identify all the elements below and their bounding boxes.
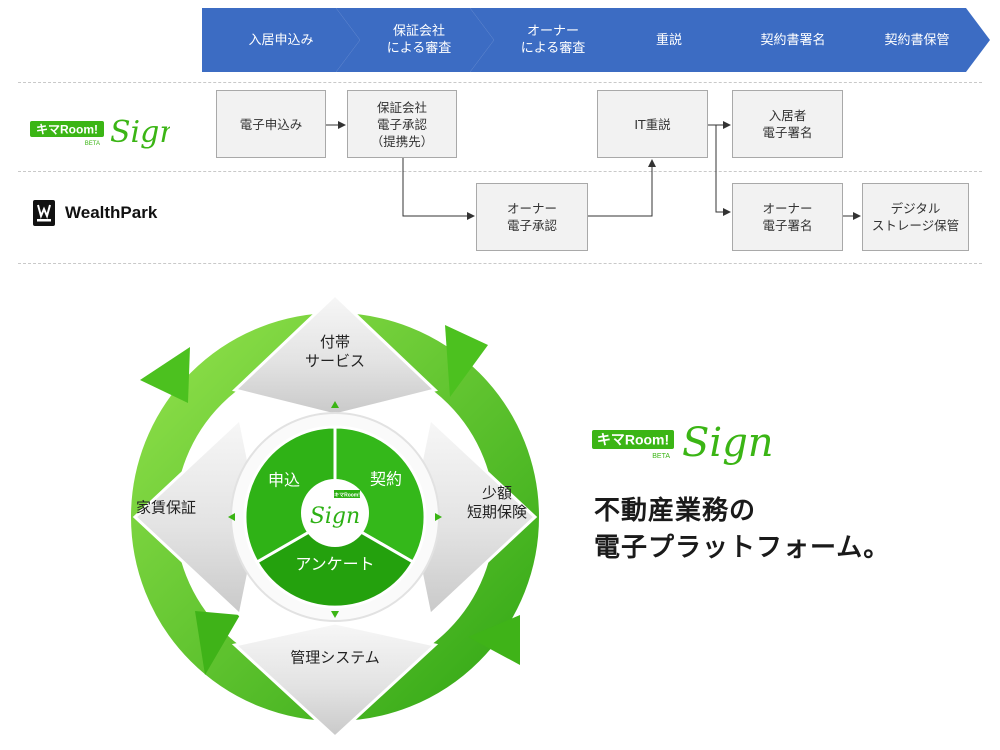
brand-logo: キマRoom! BETA Sign	[592, 420, 772, 466]
tile-bottom	[231, 621, 439, 740]
step-important-explanation: 重説	[586, 8, 744, 72]
tagline: 不動産業務の 電子プラットフォーム。	[594, 493, 890, 567]
svg-text:Sign: Sign	[110, 115, 170, 150]
svg-text:キマRoom!: キマRoom!	[334, 493, 360, 499]
flow-connectors	[326, 121, 861, 220]
step-label: 重説	[655, 32, 682, 48]
row-divider	[18, 82, 982, 83]
cycle-arrowhead-bottom-left	[195, 611, 240, 675]
step-label: 保証会社 による審査	[386, 24, 452, 56]
arrow-guarantor-to-owner	[402, 158, 475, 220]
wealthpark-mark-icon	[33, 200, 55, 226]
wealthpark-logo: WealthPark	[33, 200, 157, 226]
label-short-term-insurance: 少額 短期保険	[466, 484, 528, 521]
svg-text:Sign: Sign	[310, 504, 360, 529]
box-it-explanation: IT重説	[597, 90, 708, 158]
inner-arrow-down	[331, 611, 339, 618]
box-tenant-signature: 入居者 電子署名	[732, 90, 843, 158]
svg-text:BETA: BETA	[652, 453, 670, 460]
inner-arrow-right	[435, 513, 442, 521]
arrow-owner-to-it	[588, 159, 656, 217]
label-application: 申込	[267, 470, 301, 490]
row-divider	[18, 263, 982, 264]
label-survey: アンケート	[295, 554, 375, 574]
box-owner-approval: オーナー 電子承認	[476, 183, 588, 251]
step-label: 入居申込み	[248, 32, 314, 48]
cycle-arrowhead-top-left	[140, 347, 190, 403]
box-digital-storage: デジタル ストレージ保管	[862, 183, 969, 251]
step-label: 契約書署名	[760, 32, 826, 48]
tagline-line-2: 電子プラットフォーム。	[594, 533, 891, 563]
step-label: 契約書保管	[884, 32, 950, 48]
step-guarantor-screening: 保証会社 による審査	[336, 8, 494, 72]
inner-arrow-up	[331, 401, 339, 408]
box-e-application: 電子申込み	[216, 90, 326, 158]
label-contract: 契約	[369, 469, 403, 489]
svg-text:BETA: BETA	[85, 141, 100, 147]
step-contract-signing: 契約書署名	[710, 8, 868, 72]
inner-arrow-left	[228, 513, 235, 521]
step-label: オーナー による審査	[520, 24, 586, 56]
cycle-arrowhead-top-right	[445, 325, 488, 397]
tagline-line-1: 不動産業務の	[594, 496, 757, 526]
label-ancillary-services: 付帯 サービス	[304, 333, 366, 370]
row-divider	[18, 171, 982, 172]
arrow-it-to-owner-sign	[715, 125, 731, 216]
process-steps-bar: 入居申込み 保証会社 による審査 オーナー による審査 重説 契約書署名 契約書…	[0, 0, 1000, 80]
wealthpark-wordmark: WealthPark	[65, 203, 158, 222]
box-owner-signature: オーナー 電子署名	[732, 183, 843, 251]
label-management-system: 管理システム	[290, 648, 380, 667]
step-application: 入居申込み	[202, 8, 360, 72]
svg-text:キマRoom!: キマRoom!	[597, 432, 669, 448]
label-rent-guarantee: 家賃保証	[135, 498, 197, 517]
kima-room-sign-logo: キマRoom! BETA Sign	[30, 115, 170, 150]
service-cycle-diagram: Sign キマRoom!	[131, 292, 539, 740]
step-contract-storage: 契約書保管	[836, 8, 990, 72]
core-center-kima-badge	[334, 490, 360, 498]
cycle-arrowhead-bottom-right	[468, 615, 520, 665]
svg-text:Sign: Sign	[682, 420, 772, 466]
svg-text:キマRoom!: キマRoom!	[36, 123, 98, 137]
box-guarantor-approval: 保証会社 電子承認 （提携先）	[347, 90, 457, 158]
